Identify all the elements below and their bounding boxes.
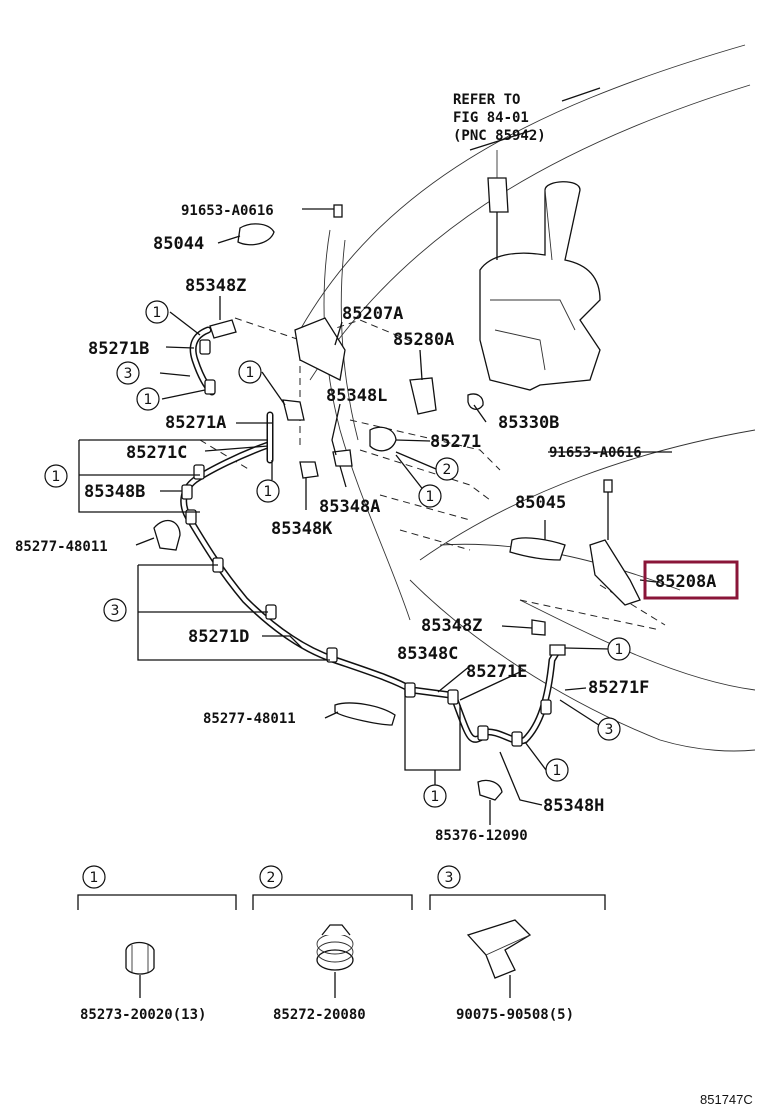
legend-callout-2: 2 <box>259 865 283 889</box>
label-85277-48011-bottom: 85277-48011 <box>203 711 296 727</box>
legend: 1 2 3 85273-20020(13) 85272-20080 90075-… <box>77 865 606 1023</box>
svg-text:3: 3 <box>445 870 454 886</box>
svg-text:1: 1 <box>246 365 255 381</box>
svg-text:1: 1 <box>553 763 562 779</box>
refer-line-2: FIG 84-01 <box>453 110 529 126</box>
label-85045: 85045 <box>515 493 566 513</box>
legend-part-1: 85273-20020(13) <box>80 1007 206 1023</box>
callout-1: 1 <box>136 387 160 411</box>
refer-line-1: REFER TO <box>453 92 520 108</box>
label-85348b: 85348B <box>84 482 145 502</box>
connector-parts <box>153 204 641 801</box>
svg-text:1: 1 <box>144 392 153 408</box>
callout-1: 1 <box>145 300 169 324</box>
label-91653-a0616-right: 91653-A0616 <box>549 445 642 461</box>
callout-1: 1 <box>44 464 68 488</box>
label-85277-48011-top: 85277-48011 <box>15 539 108 555</box>
svg-text:1: 1 <box>90 870 99 886</box>
figure-id: 851747C <box>700 1092 753 1107</box>
leader-lines <box>135 87 672 825</box>
spring-clamp-85272-icon <box>316 924 354 971</box>
label-91653-a0616-top: 91653-A0616 <box>181 203 274 219</box>
label-85348z-mid: 85348Z <box>421 616 482 636</box>
label-85044: 85044 <box>153 234 204 254</box>
clip-90075-icon <box>466 919 532 979</box>
svg-text:1: 1 <box>615 642 624 658</box>
callout-circles: 1 3 1 1 1 1 3 2 1 1 3 1 1 <box>44 300 631 808</box>
svg-text:1: 1 <box>153 305 162 321</box>
label-85348k: 85348K <box>271 519 333 539</box>
label-85348c: 85348C <box>397 644 458 664</box>
svg-text:3: 3 <box>111 603 120 619</box>
refer-line-3: (PNC 85942) <box>453 128 546 144</box>
svg-text:2: 2 <box>443 462 452 478</box>
label-85271b: 85271B <box>88 339 149 359</box>
label-85348a: 85348A <box>319 497 380 517</box>
label-85271e: 85271E <box>466 662 527 682</box>
callout-1: 1 <box>238 360 262 384</box>
clip-85273-icon <box>125 941 155 975</box>
callout-3: 3 <box>103 598 127 622</box>
label-85348l: 85348L <box>326 386 387 406</box>
legend-callout-3: 3 <box>437 865 461 889</box>
refer-note: REFER TO FIG 84-01 (PNC 85942) <box>453 92 546 144</box>
legend-part-2: 85272-20080 <box>273 1007 366 1023</box>
label-85330b: 85330B <box>498 413 559 433</box>
callout-1: 1 <box>607 637 631 661</box>
group-brackets <box>78 439 461 785</box>
label-85271f: 85271F <box>588 678 649 698</box>
washer-reservoir <box>479 150 601 391</box>
label-85207a: 85207A <box>342 304 403 324</box>
callout-3: 3 <box>597 717 621 741</box>
callout-1: 1 <box>256 479 280 503</box>
part-labels: 91653-A0616 85044 85348Z 85271B 85271A 8… <box>15 203 716 844</box>
label-85348h: 85348H <box>543 796 604 816</box>
legend-callout-1: 1 <box>82 865 106 889</box>
label-85271a: 85271A <box>165 413 226 433</box>
label-85271: 85271 <box>430 432 481 452</box>
callout-1: 1 <box>545 758 569 782</box>
label-85208a: 85208A <box>655 572 716 592</box>
callout-1: 1 <box>423 784 447 808</box>
callout-2: 2 <box>435 457 459 481</box>
label-85271c: 85271C <box>126 443 187 463</box>
svg-text:1: 1 <box>426 489 435 505</box>
callout-3: 3 <box>116 361 140 385</box>
svg-text:1: 1 <box>264 484 273 500</box>
svg-text:1: 1 <box>431 789 440 805</box>
svg-text:3: 3 <box>124 366 133 382</box>
svg-text:2: 2 <box>267 870 276 886</box>
svg-text:1: 1 <box>52 469 61 485</box>
callout-1: 1 <box>418 484 442 508</box>
label-85376-12090: 85376-12090 <box>435 828 528 844</box>
label-85280a: 85280A <box>393 330 454 350</box>
label-85271d: 85271D <box>188 627 249 647</box>
legend-part-3: 90075-90508(5) <box>456 1007 574 1023</box>
label-85348z-top: 85348Z <box>185 276 246 296</box>
svg-text:3: 3 <box>605 722 614 738</box>
highlight-box-85208a <box>643 560 739 600</box>
